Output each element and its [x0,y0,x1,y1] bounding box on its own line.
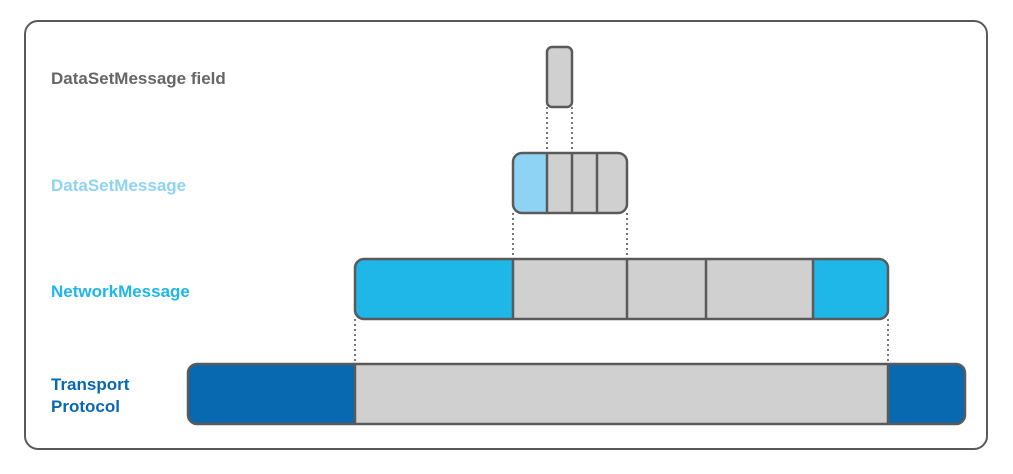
transport-protocol-label-line1: Transport [51,375,130,394]
dataset-message-field-label: DataSetMessage field [51,69,226,88]
transport-protocol-outline [186,362,967,426]
dataset-message-dividers [545,153,599,213]
network-message-footer [813,259,888,319]
network-message-header [355,259,513,319]
transport-protocol-footer [888,364,965,424]
dataset-message-field-box [545,45,574,109]
diagram-frame [24,20,988,450]
network-message-bar [355,259,888,319]
transport-protocol-bar [188,364,965,424]
network-message-label: NetworkMessage [51,282,190,301]
dataset-message-bar [513,153,627,213]
network-message-outline [353,257,890,321]
transport-protocol-label-line2: Protocol [51,397,120,416]
connector-lines [354,107,889,364]
transport-protocol-header [188,364,355,424]
transport-protocol-dividers [353,364,890,424]
transport-protocol-label: Transport Protocol [51,374,129,418]
dataset-message-outline [511,151,629,215]
network-message-dividers [511,259,815,319]
dataset-message-header [513,153,547,213]
dataset-message-label: DataSetMessage [51,176,187,195]
